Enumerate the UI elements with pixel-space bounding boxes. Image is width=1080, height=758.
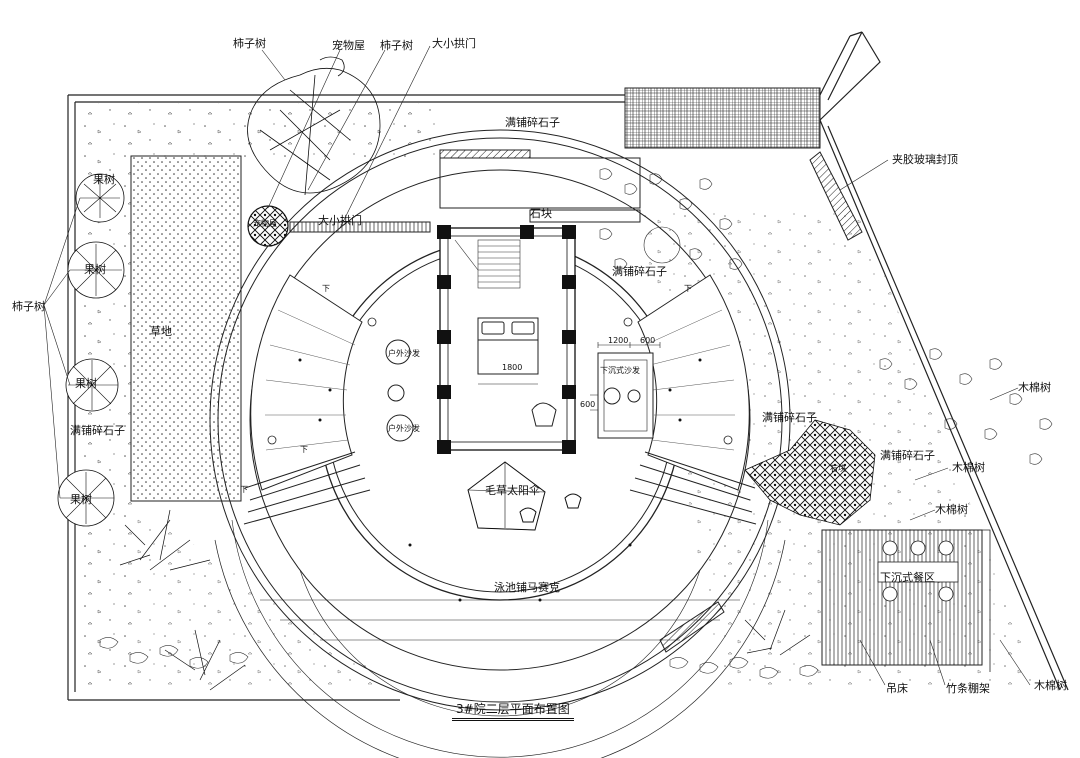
label-dim-1: 1800 xyxy=(502,363,523,372)
label-laminated-glass-roof: 夹胶玻璃封顶 xyxy=(892,153,958,166)
label-gravel-right-top: 满铺碎石子 xyxy=(612,265,667,278)
label-kapok-tree-4: 木棉树 xyxy=(1034,679,1067,692)
label-down-1: 下 xyxy=(322,284,330,293)
label-thatch-umbrella: 毛草太阳伞 xyxy=(485,484,540,497)
label-fruit-tree-3: 果树 xyxy=(75,377,97,390)
label-sofa-2: 户外沙发 xyxy=(388,424,420,433)
label-down-2: 下 xyxy=(684,284,692,293)
label-small-arch-gate-top: 大小拱门 xyxy=(432,37,476,50)
label-kapok-tree-1: 木棉树 xyxy=(1018,381,1051,394)
label-dim-4: 600 xyxy=(580,400,596,409)
label-fruit-tree-1: 果树 xyxy=(93,173,115,186)
label-small-arch-gate-inner: 大小拱门 xyxy=(318,214,362,227)
label-persimmon-tree-top: 柿子树 xyxy=(233,37,266,50)
label-fruit-tree-2: 果树 xyxy=(84,263,106,276)
label-dim-3: 600 xyxy=(640,336,656,345)
label-persimmon-tree-mid: 柿子树 xyxy=(380,39,413,52)
label-down-3: 下 xyxy=(300,445,308,454)
label-kapok-tree-3: 木棉树 xyxy=(935,503,968,516)
label-gravel-top: 满铺碎石子 xyxy=(505,116,560,129)
label-persimmon-tree-left: 柿子树 xyxy=(12,300,45,313)
label-stone-block-2: 石块 xyxy=(830,464,846,473)
label-pet-house: 宠物屋 xyxy=(332,39,365,52)
label-gravel-right-mid: 满铺碎石子 xyxy=(762,411,817,424)
label-fruit-tree-4: 果树 xyxy=(70,493,92,506)
label-sofa-1: 户外沙发 xyxy=(388,349,420,358)
label-kapok-tree-2: 木棉树 xyxy=(952,461,985,474)
label-sunken-dining: 下沉式餐区 xyxy=(880,571,935,584)
label-dim-2: 1200 xyxy=(608,336,629,345)
label-bamboo-trellis: 竹条棚架 xyxy=(946,682,990,695)
label-gravel-right-low: 满铺碎石子 xyxy=(880,449,935,462)
label-sunken-sofa: 下沉式沙发 xyxy=(600,366,640,375)
label-lawn: 草地 xyxy=(150,325,172,338)
label-down-4: 下 xyxy=(240,485,248,494)
label-hammock: 吊床 xyxy=(886,682,908,695)
label-stone-block: 石块 xyxy=(530,207,552,220)
drawing-title: 3#院二层平面布置图 xyxy=(452,700,574,721)
label-pet-house-inner: 宠物屋 xyxy=(253,219,277,228)
label-pool-mosaic: 泳池铺马赛克 xyxy=(494,581,560,594)
label-gravel-left: 满铺碎石子 xyxy=(70,424,125,437)
